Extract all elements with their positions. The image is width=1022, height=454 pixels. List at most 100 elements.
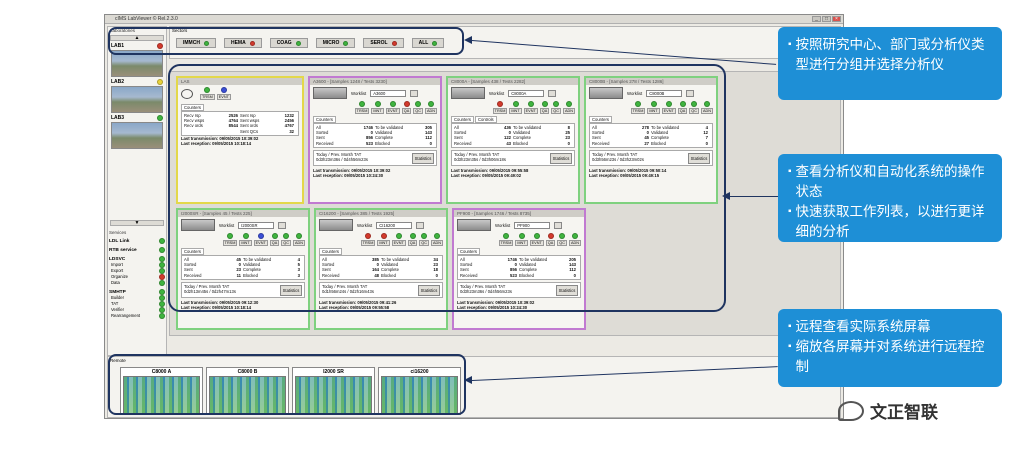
status-indicator[interactable]: QA bbox=[401, 101, 412, 114]
remote-screen-thumbnail[interactable]: C8000 A bbox=[120, 367, 203, 415]
service-item[interactable]: SMHTP bbox=[109, 289, 165, 295]
remote-screen-thumbnail[interactable]: C8000 B bbox=[206, 367, 289, 415]
status-indicator[interactable]: QA bbox=[677, 101, 688, 114]
more-button[interactable] bbox=[554, 221, 563, 229]
status-indicator[interactable]: QC bbox=[557, 233, 567, 246]
status-indicator[interactable]: EVNT bbox=[661, 101, 676, 114]
more-button[interactable] bbox=[548, 89, 557, 97]
status-indicator[interactable]: QA bbox=[407, 233, 418, 246]
status-indicator[interactable]: MNT bbox=[371, 101, 384, 114]
status-indicator[interactable]: QC bbox=[281, 233, 291, 246]
tab-counters[interactable]: Counters bbox=[181, 248, 204, 255]
remote-screen-thumbnail[interactable]: I2000 SR bbox=[292, 367, 375, 415]
statistics-button[interactable]: Statistics bbox=[688, 152, 710, 164]
more-button[interactable] bbox=[278, 221, 287, 229]
status-indicator[interactable]: EVNT bbox=[391, 233, 406, 246]
counter-cell: 436 bbox=[504, 125, 511, 130]
service-item[interactable]: LDL Link bbox=[109, 238, 165, 244]
status-indicator[interactable]: ADN bbox=[562, 101, 575, 114]
analyzer-panel[interactable]: PF900 - [Samples 1746 / Tests 8735]Workl… bbox=[452, 208, 586, 330]
tab-counters[interactable]: Counters bbox=[457, 248, 480, 255]
status-indicator[interactable]: TRSM bbox=[630, 101, 646, 114]
status-indicator[interactable]: EVNT bbox=[523, 101, 538, 114]
status-indicator[interactable]: MNT bbox=[647, 101, 660, 114]
service-item[interactable]: RTB service bbox=[109, 247, 165, 253]
statistics-button[interactable]: Statistics bbox=[280, 284, 302, 296]
more-button[interactable] bbox=[410, 89, 419, 97]
scroll-down-button[interactable]: ▼ bbox=[110, 220, 164, 226]
status-indicator[interactable]: TRSM bbox=[492, 101, 508, 114]
sector-serol-button[interactable]: SEROL bbox=[363, 38, 404, 48]
status-indicator[interactable]: QA bbox=[539, 101, 550, 114]
analyzer-panel[interactable]: C8000A - [Samples 438 / Tests 2282]Workl… bbox=[446, 76, 580, 204]
status-indicator[interactable]: TRSM bbox=[200, 87, 215, 100]
lab-lab3[interactable]: LAB3 bbox=[111, 115, 163, 149]
statistics-button[interactable]: Statistics bbox=[418, 284, 440, 296]
tab-counters[interactable]: Counters bbox=[319, 248, 342, 255]
status-indicator[interactable]: EVNT bbox=[253, 233, 268, 246]
more-button[interactable] bbox=[686, 89, 695, 97]
status-indicator[interactable]: QC bbox=[689, 101, 699, 114]
statistics-button[interactable]: Statistics bbox=[550, 152, 572, 164]
analyzer-panel[interactable]: A3600 - [Samples 1248 / Tests 3230]Workl… bbox=[308, 76, 442, 204]
remote-screen-preview[interactable] bbox=[123, 376, 200, 414]
remote-screen-preview[interactable] bbox=[295, 376, 372, 414]
more-button[interactable] bbox=[416, 221, 425, 229]
remote-screen-preview[interactable] bbox=[209, 376, 286, 414]
worklist-select[interactable]: A3600 bbox=[370, 89, 407, 97]
status-indicator[interactable]: MNT bbox=[239, 233, 252, 246]
tab-controls[interactable]: Controls bbox=[475, 116, 497, 123]
analyzer-panel[interactable]: CI16200 - [Samples 385 / Tests 1925]Work… bbox=[314, 208, 448, 330]
status-indicator[interactable]: MNT bbox=[515, 233, 528, 246]
status-indicator[interactable]: MNT bbox=[377, 233, 390, 246]
service-item[interactable]: LDSVC bbox=[109, 256, 165, 262]
statistics-button[interactable]: Statistics bbox=[412, 152, 434, 164]
status-indicator[interactable]: ADN bbox=[700, 101, 713, 114]
analyzer-panel[interactable]: I2000SR - [Samples 45 / Tests 225]Workli… bbox=[176, 208, 310, 330]
sector-immch-button[interactable]: IMMCH bbox=[176, 38, 216, 48]
worklist-select[interactable]: PF900 bbox=[514, 221, 551, 229]
status-indicator[interactable]: EVNT bbox=[385, 101, 400, 114]
scroll-up-button[interactable]: ▲ bbox=[110, 35, 164, 41]
status-indicator[interactable]: ADN bbox=[568, 233, 581, 246]
maximize-button[interactable]: □ bbox=[822, 16, 831, 22]
tab-counters[interactable]: Counters bbox=[181, 104, 204, 111]
worklist-select[interactable]: I2000SR bbox=[238, 221, 275, 229]
status-indicator[interactable]: QC bbox=[419, 233, 429, 246]
tab-counters[interactable]: Counters bbox=[589, 116, 612, 123]
remote-screen-thumbnail[interactable]: ci16200 bbox=[378, 367, 461, 415]
status-indicator[interactable]: TRSM bbox=[222, 233, 238, 246]
lab-lab1[interactable]: LAB1 bbox=[111, 43, 163, 77]
lab-lab2[interactable]: LAB2 bbox=[111, 79, 163, 113]
sector-micro-button[interactable]: MICRO bbox=[315, 38, 356, 48]
sector-hema-button[interactable]: HEMA bbox=[223, 38, 262, 48]
statistics-button[interactable]: Statistics bbox=[556, 284, 578, 296]
status-indicator[interactable]: ADN bbox=[424, 101, 437, 114]
status-indicator[interactable]: QA bbox=[545, 233, 556, 246]
status-indicator[interactable]: TRSM bbox=[360, 233, 376, 246]
status-indicator[interactable]: TRSM bbox=[498, 233, 514, 246]
close-button[interactable]: × bbox=[832, 16, 841, 22]
status-indicator[interactable]: ADN bbox=[292, 233, 305, 246]
status-indicator[interactable]: EVNT bbox=[216, 87, 231, 100]
status-indicator[interactable]: EVNT bbox=[529, 233, 544, 246]
worklist-select[interactable]: C8000B bbox=[646, 89, 683, 97]
tab-counters[interactable]: Counters bbox=[313, 116, 336, 123]
status-indicator[interactable]: QC bbox=[551, 101, 561, 114]
worklist-select[interactable]: C8000A bbox=[508, 89, 545, 97]
tab-counters[interactable]: Counters bbox=[451, 116, 474, 123]
sector-all-button[interactable]: ALL bbox=[411, 38, 445, 48]
status-indicator[interactable]: MNT bbox=[509, 101, 522, 114]
remote-screen-preview[interactable] bbox=[381, 376, 458, 414]
sector-coag-button[interactable]: COAG bbox=[269, 38, 308, 48]
status-indicator[interactable]: TRSM bbox=[354, 101, 370, 114]
worklist-select[interactable]: CI16200 bbox=[376, 221, 413, 229]
status-indicator[interactable]: QA bbox=[269, 233, 280, 246]
analyzer-panel[interactable]: C8000B - [Samples 278 / Tests 1286]Workl… bbox=[584, 76, 718, 204]
minimize-button[interactable]: _ bbox=[812, 16, 821, 22]
status-indicator[interactable]: QC bbox=[413, 101, 423, 114]
status-indicator[interactable]: ADN bbox=[430, 233, 443, 246]
